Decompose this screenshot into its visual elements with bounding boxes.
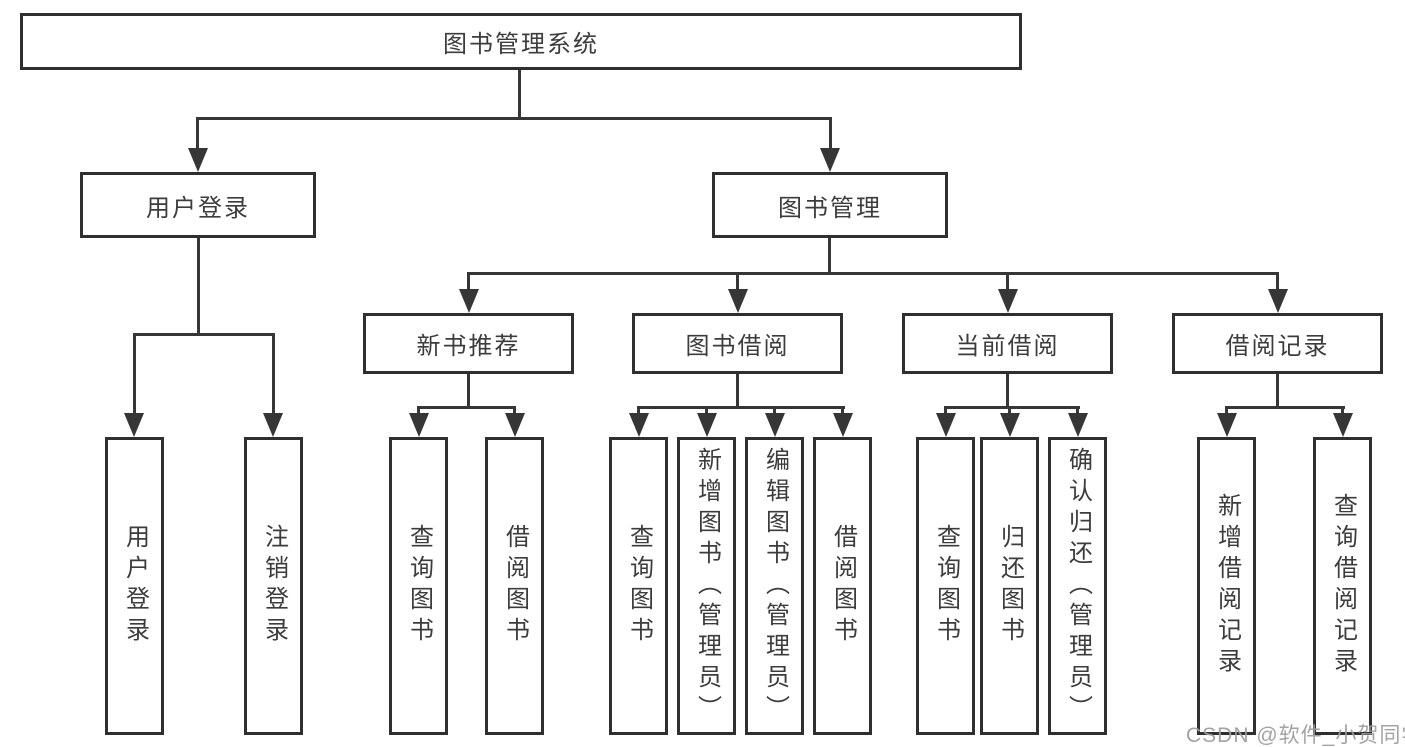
connector-line: [773, 406, 776, 416]
node-borrowing-records-label: 借阅记录: [1225, 333, 1330, 360]
node-new-book-recommend-label: 新书推荐: [416, 333, 521, 360]
leaf-query-books-borrowing: 查询图书: [609, 437, 668, 735]
arrow-down-icon: [1000, 413, 1020, 437]
leaf-confirm-return-admin: 确认归还（管理员）: [1048, 437, 1107, 735]
node-current-borrowing: 当前借阅: [902, 313, 1113, 374]
leaf-query-books-current: 查询图书: [916, 437, 975, 735]
node-book-borrowing-label: 图书借阅: [685, 333, 790, 360]
node-book-borrowing: 图书借阅: [632, 313, 843, 374]
leaf-user-login: 用户登录: [105, 437, 164, 735]
arrow-down-icon: [697, 413, 717, 437]
connector-line: [829, 117, 832, 153]
leaf-query-books-borrowing-label: 查询图书: [625, 524, 653, 648]
connector-line: [944, 406, 947, 416]
leaf-return-books: 归还图书: [980, 437, 1039, 735]
connector-line: [637, 406, 640, 416]
connector-line: [467, 272, 1279, 275]
connector-line: [1341, 406, 1344, 416]
leaf-borrow-books-borrowing-label: 借阅图书: [829, 524, 857, 648]
leaf-query-books-current-label: 查询图书: [932, 524, 960, 648]
leaf-query-borrow-record: 查询借阅记录: [1313, 437, 1372, 735]
leaf-logout-label: 注销登录: [260, 524, 288, 648]
leaf-query-books-recommend-label: 查询图书: [405, 524, 433, 648]
arrow-down-icon: [1068, 413, 1088, 437]
arrow-down-icon: [124, 413, 144, 437]
node-current-borrowing-label: 当前借阅: [955, 333, 1060, 360]
connector-line: [417, 406, 420, 416]
connector-line: [1225, 406, 1345, 409]
leaf-borrow-books-borrowing: 借阅图书: [813, 437, 872, 735]
node-borrowing-records: 借阅记录: [1172, 313, 1383, 374]
connector-line: [1276, 272, 1279, 292]
connector-line: [1006, 374, 1009, 408]
node-user-login-label: 用户登录: [146, 194, 250, 222]
node-user-login: 用户登录: [80, 172, 316, 238]
leaf-query-borrow-record-label: 查询借阅记录: [1329, 493, 1357, 679]
arrow-down-icon: [833, 413, 853, 437]
arrow-down-icon: [1333, 413, 1353, 437]
node-new-book-recommend: 新书推荐: [363, 313, 574, 374]
connector-line: [705, 406, 708, 416]
arrow-down-icon: [409, 413, 429, 437]
node-root: 图书管理系统: [20, 13, 1022, 70]
arrow-down-icon: [1268, 289, 1288, 313]
node-book-management: 图书管理: [712, 172, 948, 238]
connector-line: [944, 406, 1080, 409]
arrow-down-icon: [188, 148, 208, 172]
connector-line: [467, 374, 470, 408]
connector-line: [736, 272, 739, 292]
leaf-confirm-return-admin-label: 确认归还（管理员）: [1064, 446, 1092, 726]
leaf-edit-books-admin-label: 编辑图书（管理员）: [761, 446, 789, 726]
connector-line: [417, 406, 516, 409]
connector-line: [1076, 406, 1079, 416]
arrow-down-icon: [459, 289, 479, 313]
connector-line: [196, 117, 832, 120]
node-root-label: 图书管理系统: [443, 31, 599, 58]
connector-line: [1225, 406, 1228, 416]
leaf-add-books-admin-label: 新增图书（管理员）: [693, 446, 721, 726]
leaf-borrow-books-recommend: 借阅图书: [485, 437, 544, 735]
arrow-down-icon: [629, 413, 649, 437]
arrow-down-icon: [1217, 413, 1237, 437]
leaf-borrow-books-recommend-label: 借阅图书: [501, 524, 529, 648]
connector-line: [518, 70, 521, 119]
connector-line: [1008, 406, 1011, 416]
connector-line: [133, 333, 275, 336]
connector-line: [637, 406, 845, 409]
leaf-query-books-recommend: 查询图书: [389, 437, 448, 735]
connector-line: [272, 333, 275, 415]
arrow-down-icon: [820, 148, 840, 172]
leaf-return-books-label: 归还图书: [996, 524, 1024, 648]
connector-line: [467, 272, 470, 292]
connector-line: [841, 406, 844, 416]
connector-line: [828, 238, 831, 275]
leaf-logout: 注销登录: [244, 437, 303, 735]
connector-line: [197, 238, 200, 335]
arrow-down-icon: [936, 413, 956, 437]
connector-line: [736, 374, 739, 408]
connector-line: [196, 117, 199, 153]
connector-line: [513, 406, 516, 416]
arrow-down-icon: [998, 289, 1018, 313]
node-book-management-label: 图书管理: [778, 194, 882, 222]
arrow-down-icon: [728, 289, 748, 313]
arrow-down-icon: [505, 413, 525, 437]
leaf-user-login-label: 用户登录: [121, 524, 149, 648]
arrow-down-icon: [263, 413, 283, 437]
leaf-add-books-admin: 新增图书（管理员）: [677, 437, 736, 735]
connector-line: [1276, 374, 1279, 408]
arrow-down-icon: [765, 413, 785, 437]
leaf-add-borrow-record: 新增借阅记录: [1197, 437, 1256, 735]
connector-line: [133, 333, 136, 415]
connector-line: [1006, 272, 1009, 292]
leaf-add-borrow-record-label: 新增借阅记录: [1213, 493, 1241, 679]
leaf-edit-books-admin: 编辑图书（管理员）: [745, 437, 804, 735]
csdn-watermark: CSDN @软件_小贺同学: [1186, 724, 1405, 747]
